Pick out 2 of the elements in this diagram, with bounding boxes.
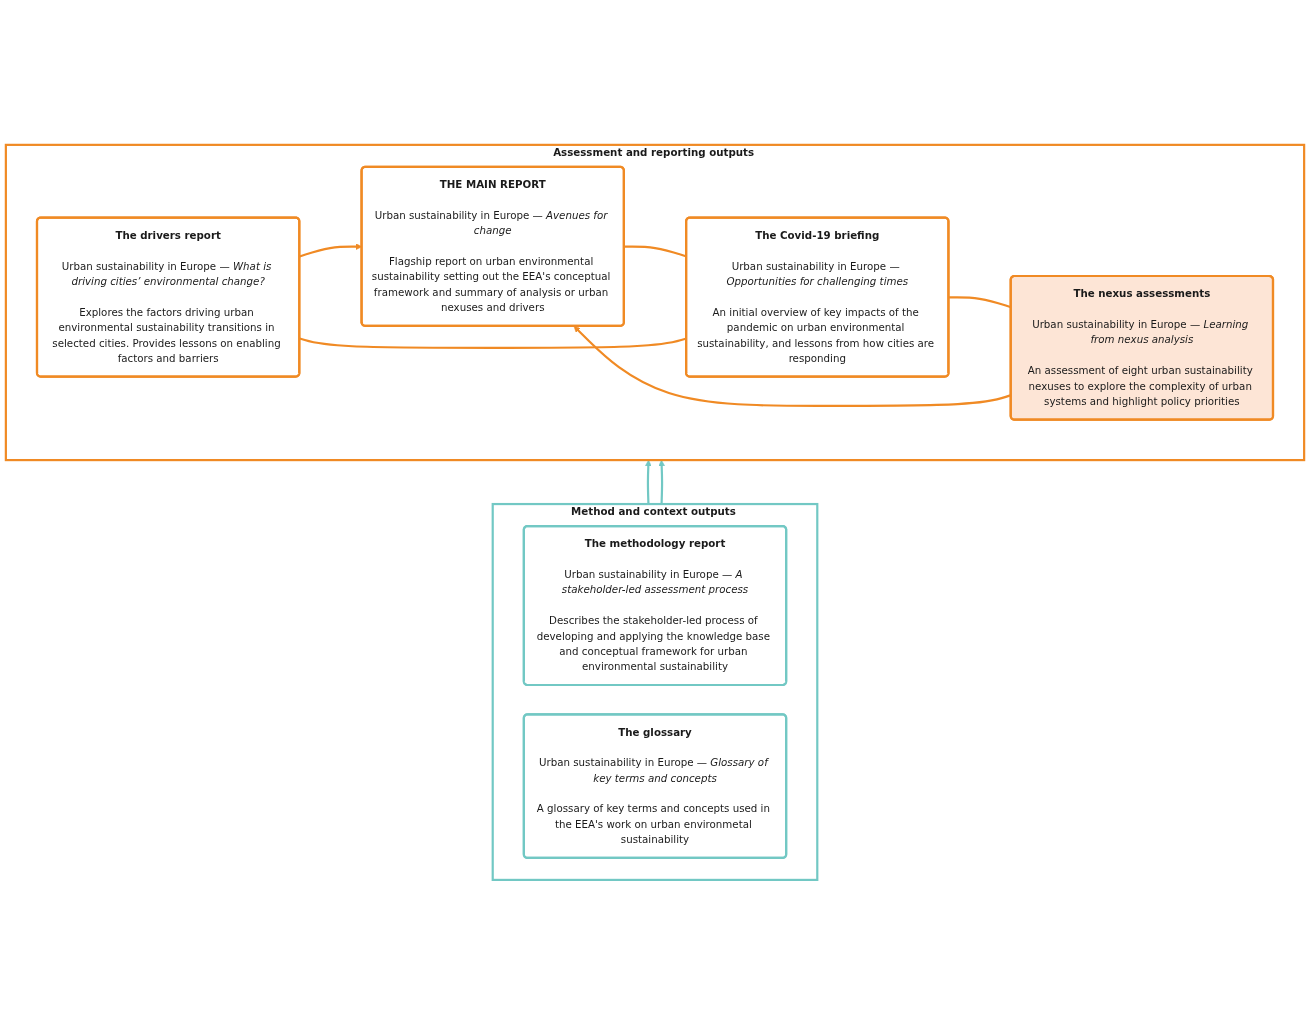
connector <box>624 245 687 258</box>
connector <box>299 337 687 350</box>
